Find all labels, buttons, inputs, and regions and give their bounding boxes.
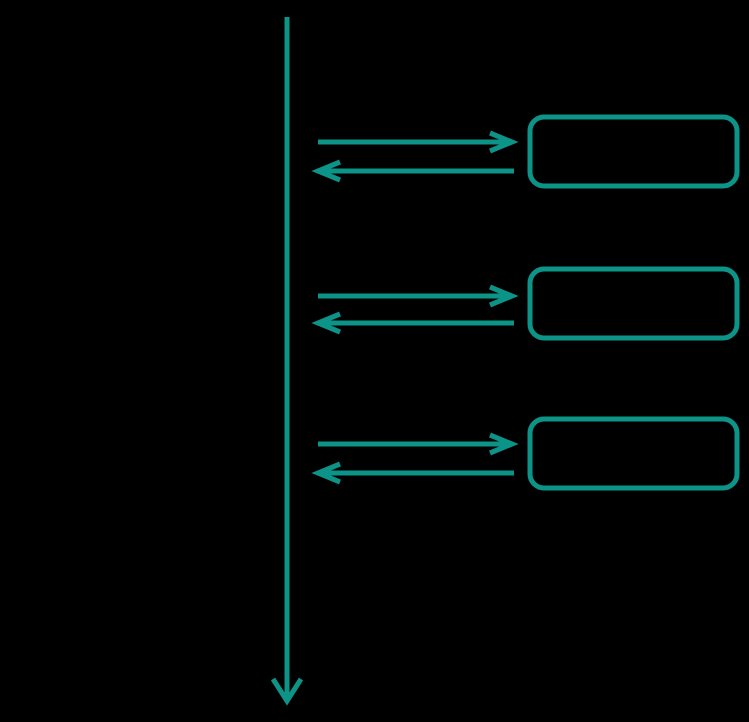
arrowhead-left-icon — [311, 461, 341, 485]
service-box-2 — [527, 266, 740, 341]
arrowhead-right-icon — [489, 130, 519, 154]
service-box-1 — [527, 114, 740, 189]
interaction-2 — [311, 266, 740, 341]
arrowhead-left-icon — [311, 159, 341, 183]
arrowhead-left-icon — [311, 311, 341, 335]
interaction-1 — [311, 114, 740, 189]
interaction-3 — [311, 416, 740, 491]
arrowhead-right-icon — [489, 432, 519, 456]
arrowhead-down-icon — [270, 677, 304, 706]
timeline-lifeline — [270, 17, 304, 706]
service-box-3 — [527, 416, 740, 491]
arrowhead-right-icon — [489, 284, 519, 308]
